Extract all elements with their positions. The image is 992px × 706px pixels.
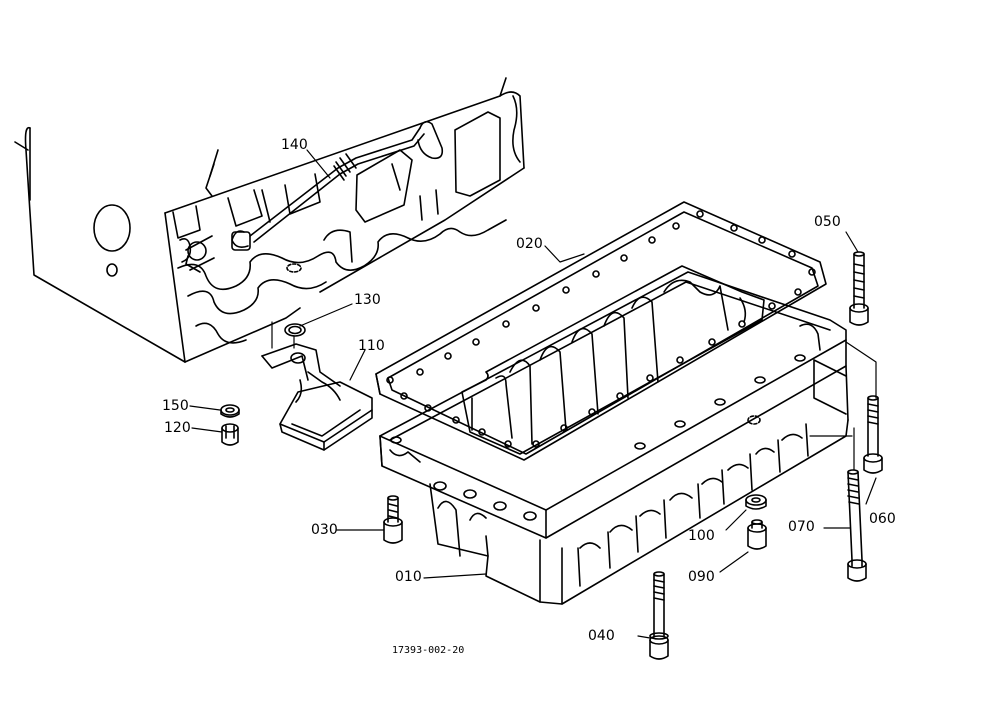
callout-100: 100: [688, 528, 715, 544]
callout-130: 130: [354, 292, 381, 308]
drawing-code: 17393-002-20: [392, 645, 465, 656]
callout-150: 150: [162, 398, 189, 414]
callout-030: 030: [311, 522, 338, 538]
callout-050: 050: [814, 214, 841, 230]
leader-lines: [190, 150, 876, 638]
callout-140: 140: [281, 137, 308, 153]
oil-pan-gasket: [376, 202, 826, 460]
callout-070: 070: [788, 519, 815, 535]
oil-level-gauge: [186, 122, 442, 272]
callout-110: 110: [358, 338, 385, 354]
callout-040: 040: [588, 628, 615, 644]
bolt-070: [848, 470, 866, 581]
bolt-050: [850, 252, 868, 325]
callout-090: 090: [688, 569, 715, 585]
callout-020: 020: [516, 236, 543, 252]
o-ring: [285, 324, 305, 336]
washer-and-bolt: [221, 405, 239, 445]
bolt-030: [384, 496, 402, 543]
oil-strainer: [262, 344, 372, 450]
oil-pan: [380, 266, 848, 604]
bolt-060: [864, 396, 882, 473]
engine-block: [15, 78, 524, 362]
callout-010: 010: [395, 569, 422, 585]
callout-120: 120: [164, 420, 191, 436]
bolt-040: [650, 572, 668, 659]
drain-plug-and-washer: [746, 495, 766, 549]
callout-060: 060: [869, 511, 896, 527]
